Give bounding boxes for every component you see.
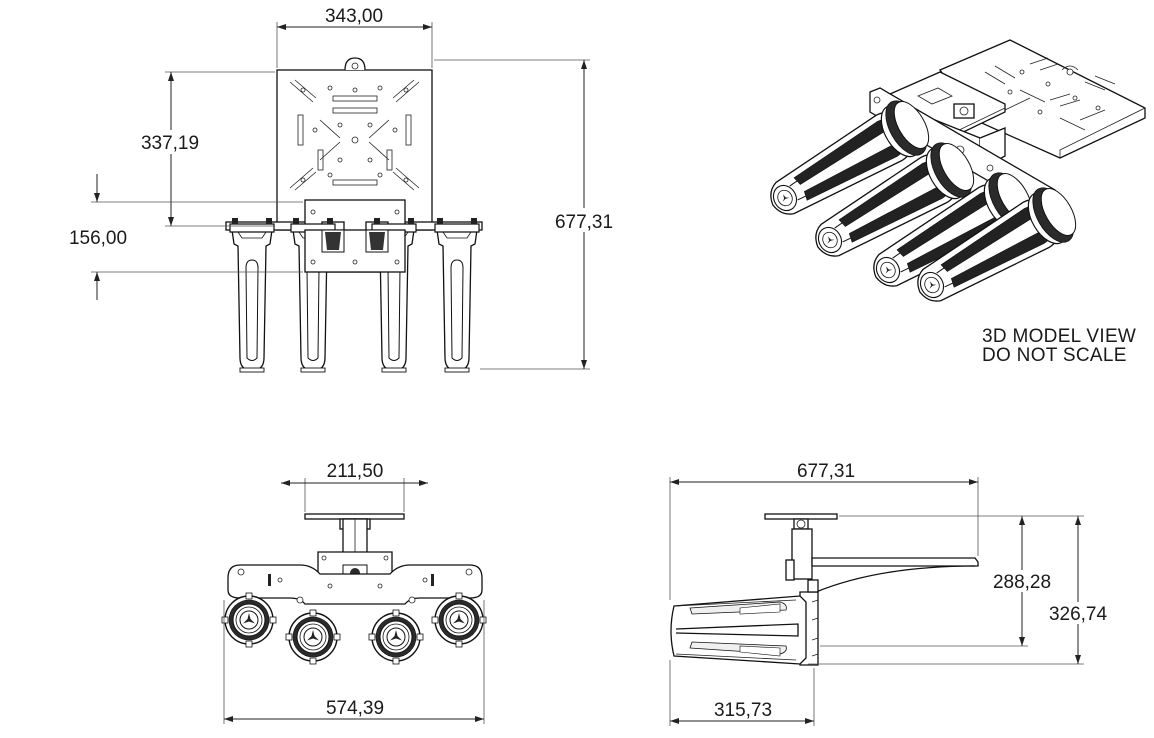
top-hub-4 (431, 592, 487, 648)
side-inner-height-dim: 288,28 (993, 572, 1051, 593)
side-length-dim: 677,31 (797, 461, 855, 482)
side-outer-height-dim: 326,74 (1049, 604, 1108, 625)
front-handle-1 (229, 217, 275, 373)
plate-slot-pattern (289, 79, 420, 191)
iso-note-line1: 3D MODEL VIEW (982, 326, 1136, 347)
front-view: 343,00 337,19 156,00 677,31 (69, 6, 620, 373)
top-mount-plate (304, 513, 405, 520)
iso-note-line2: DO NOT SCALE (982, 345, 1127, 366)
front-total-height-dim: 677,31 (555, 212, 613, 233)
front-width-dim: 343,00 (325, 6, 383, 27)
front-handle-4 (434, 217, 480, 373)
top-hub-2 (285, 609, 341, 665)
side-handle-length-dim: 315,73 (714, 700, 772, 721)
top-overall-width-dim: 574,39 (326, 698, 384, 719)
iso-view: 3D MODEL VIEW DO NOT SCALE (757, 39, 1146, 366)
side-view: 677,31 288,28 326,74 315,73 (669, 461, 1114, 726)
top-hub-3 (368, 609, 424, 665)
top-view: 211,50 574,39 (221, 461, 487, 724)
front-offset-dim: 156,00 (69, 228, 127, 249)
top-cross-bar (227, 564, 483, 605)
front-plate-height-dim: 337,19 (141, 133, 199, 154)
plate-holes (300, 85, 409, 183)
top-hub-1 (221, 592, 277, 648)
side-long-plate (811, 557, 979, 567)
top-mount-width-dim: 211,50 (327, 461, 384, 482)
